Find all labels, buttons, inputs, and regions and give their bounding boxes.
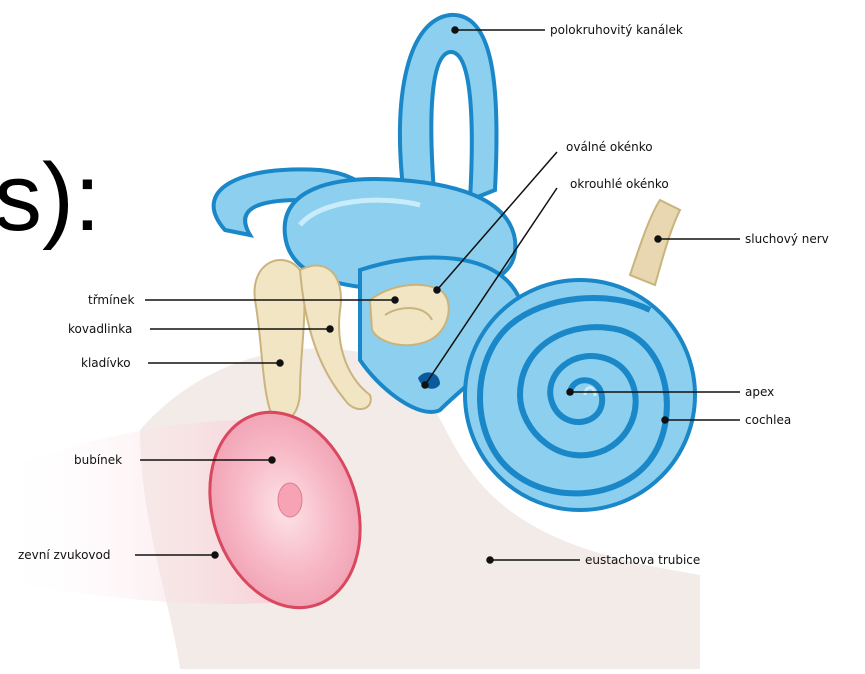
label-round-window: okrouhlé okénko (570, 177, 669, 191)
label-incus: kovadlinka (68, 322, 132, 336)
label-auditory-nerve: sluchový nerv (745, 232, 829, 246)
label-stapes: třmínek (88, 293, 134, 307)
label-malleus: kladívko (81, 356, 131, 370)
label-ear-canal: zevní zvukovod (18, 548, 110, 562)
cochlea-spiral (465, 280, 695, 510)
semicircular-canals (214, 15, 516, 290)
label-cochlea: cochlea (745, 413, 791, 427)
label-eustachian-tube: eustachova trubice (585, 553, 700, 567)
label-oval-window: oválné okénko (566, 140, 653, 154)
label-semicircular-canal: polokruhovitý kanálek (550, 23, 683, 37)
auditory-nerve-bundle (630, 200, 680, 285)
label-eardrum: bubínek (74, 453, 122, 467)
label-apex: apex (745, 385, 774, 399)
heading-fragment: s): (0, 150, 101, 246)
